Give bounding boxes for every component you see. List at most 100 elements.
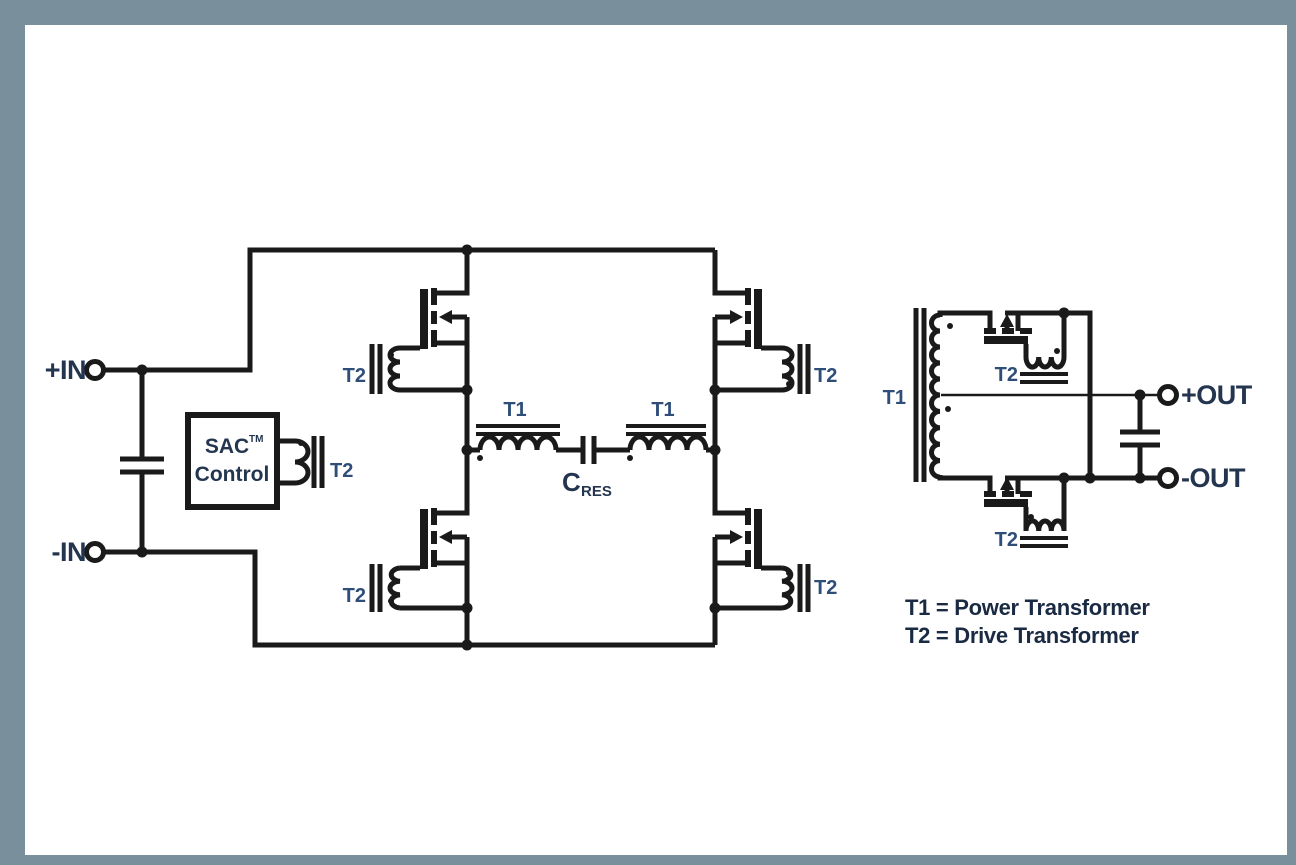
input-capacitor (120, 456, 164, 475)
label-t1-secondary: T1 (883, 387, 906, 409)
junction-dot (709, 444, 721, 456)
label-t1-right: T1 (651, 399, 674, 421)
t2-core (797, 344, 811, 394)
label-t2-top-right: T2 (814, 365, 837, 387)
control-t2-stubs (277, 438, 295, 486)
polarity-dot (947, 323, 953, 329)
polarity-dot (786, 570, 792, 576)
resonant-tank: T1 T1 C RES (467, 399, 715, 500)
t2-winding (781, 345, 795, 393)
terminal-out-negative (1157, 467, 1179, 489)
junction-dot (1134, 389, 1146, 401)
t2-core (1020, 372, 1068, 384)
mosfet-bottom-left: T2 (343, 450, 470, 645)
control-t2-winding (294, 438, 311, 486)
output-capacitor (1120, 429, 1160, 448)
control-label-sac: SAC (205, 435, 249, 458)
control-t2-core (311, 436, 325, 488)
label-t2-sync-bottom: T2 (995, 529, 1018, 551)
junction-dot (1058, 472, 1070, 484)
input-section: +IN -IN (45, 247, 715, 648)
junction-dot (1058, 307, 1070, 319)
junction-dot (136, 546, 148, 558)
label-out-positive: +OUT (1181, 380, 1253, 410)
sync-wires (937, 475, 1159, 531)
junction-dot (1084, 472, 1096, 484)
mosfet-wires (712, 450, 745, 645)
control-box (185, 412, 280, 510)
t2-gate-wires (400, 345, 467, 393)
junction-dot (461, 384, 473, 396)
label-t2-bottom-left: T2 (343, 585, 366, 607)
polarity-dot (298, 440, 304, 446)
mosfet-top-right: T2 (712, 250, 837, 450)
junction-dot (461, 244, 473, 256)
legend-line-1: T1 = Power Transformer (905, 595, 1150, 620)
mosfet-wires (712, 250, 745, 450)
label-out-negative: -OUT (1181, 463, 1246, 493)
sync-rectifier-bottom: T2 (937, 475, 1159, 551)
t2-winding (1023, 518, 1067, 532)
control-label-tm: TM (249, 434, 263, 445)
mosfet-bottom-right: T2 (712, 450, 837, 645)
junction-dot (461, 639, 473, 651)
junction-dot (461, 444, 473, 456)
label-t1-left: T1 (503, 399, 526, 421)
t2-core (369, 344, 383, 394)
junction-dot (136, 364, 148, 376)
polarity-dot (786, 381, 792, 387)
polarity-dot (388, 598, 394, 604)
label-cres-subscript: RES (581, 483, 612, 500)
sync-wires (937, 310, 1093, 478)
mosfet-wires (437, 250, 470, 450)
label-t2-sync-top: T2 (995, 364, 1018, 386)
t1-secondary-core (913, 308, 927, 482)
mosfet-body-arrow (730, 310, 743, 324)
label-in-negative: -IN (52, 537, 87, 567)
terminal-in-positive (84, 359, 106, 381)
junction-dot (709, 384, 721, 396)
polarity-dot (1028, 514, 1034, 520)
sac-control-block: SAC TM Control T2 (185, 412, 353, 510)
polarity-dot (477, 455, 483, 461)
mosfet-body-arrow (439, 530, 452, 544)
mosfet-wires (437, 450, 470, 645)
sync-body-arrow (1000, 477, 1014, 490)
resonant-capacitor (580, 436, 597, 464)
t2-core (797, 564, 811, 612)
polarity-dot (945, 406, 951, 412)
mosfet-top-left: T2 (343, 250, 470, 450)
t2-winding (1023, 356, 1067, 370)
t2-gate-wires (715, 345, 782, 393)
t2-core (369, 564, 383, 612)
t2-gate-wires (715, 565, 782, 611)
terminal-out-positive (1157, 384, 1179, 406)
polarity-dot (627, 455, 633, 461)
sync-body-arrow (1000, 314, 1014, 327)
t2-core (1020, 536, 1068, 548)
junction-dot (1134, 472, 1146, 484)
label-in-positive: +IN (45, 355, 86, 385)
polarity-dot (388, 352, 394, 358)
t1-core-right (626, 424, 706, 436)
t1-primary-coil-left (477, 434, 559, 451)
t2-gate-wires (400, 565, 467, 611)
label-t2-top-left: T2 (343, 365, 366, 387)
junction-dot (461, 602, 473, 614)
mosfet-body-arrow (439, 310, 452, 324)
control-label-control: Control (195, 463, 270, 486)
mosfet-body-arrow (730, 530, 743, 544)
output-stage: T1 T2 T2 +OUT -OUT (883, 308, 1253, 551)
terminal-in-negative (84, 541, 106, 563)
label-t2-bottom-right: T2 (814, 577, 837, 599)
t1-secondary-winding (929, 312, 941, 480)
junction-dots (136, 244, 1146, 651)
legend-line-2: T2 = Drive Transformer (905, 623, 1139, 648)
input-wires (104, 247, 715, 648)
label-cres: C (562, 467, 581, 497)
t1-core-left (476, 424, 560, 436)
sync-rectifier-top: T2 (937, 310, 1093, 478)
junction-dot (709, 602, 721, 614)
